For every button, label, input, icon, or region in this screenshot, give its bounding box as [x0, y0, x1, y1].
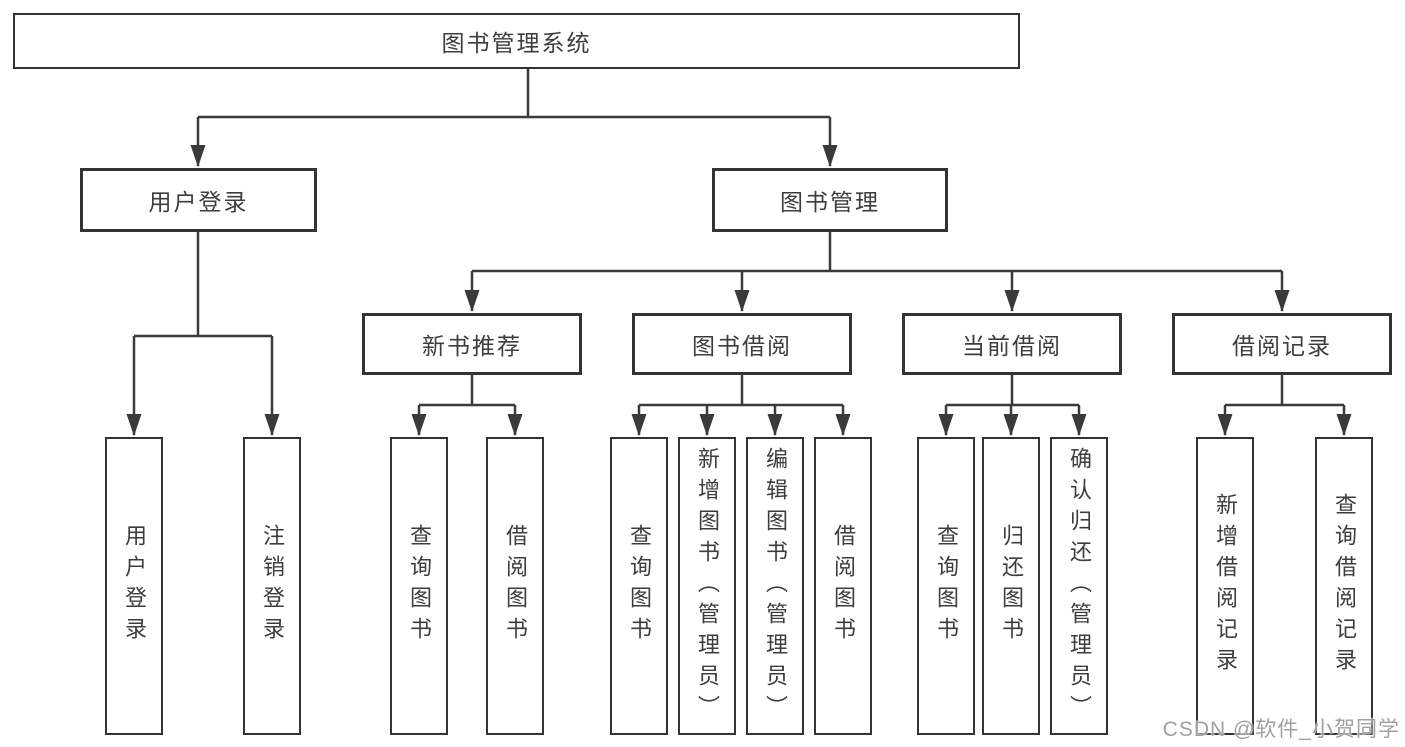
node-user-login-label: 用户登录 — [148, 189, 249, 215]
node-current-borrow-label: 当前借阅 — [962, 333, 1062, 359]
leaf-edit-book-admin: 编辑图书（管理员） — [746, 437, 804, 735]
leaf-add-borrow-record: 新增借阅记录 — [1196, 437, 1254, 735]
leaf-edit-book-admin-label: 编辑图书（管理员） — [763, 446, 788, 726]
leaf-query-books-current-label: 查询图书 — [934, 524, 959, 648]
node-current-borrow: 当前借阅 — [902, 313, 1122, 375]
wire-borrow-records-branch — [1225, 375, 1344, 407]
node-book-borrow-label: 图书借阅 — [692, 333, 792, 359]
leaf-add-book-admin: 新增图书（管理员） — [678, 437, 736, 735]
leaf-borrow-books-recommend-label: 借阅图书 — [503, 524, 528, 648]
leaf-query-borrow-record-label: 查询借阅记录 — [1332, 493, 1357, 679]
node-root-system-label: 图书管理系统 — [441, 30, 592, 56]
leaf-query-books-recommend-label: 查询图书 — [407, 524, 432, 648]
leaf-query-books-borrow: 查询图书 — [610, 437, 668, 735]
wire-root-branch — [198, 69, 830, 119]
node-root-system: 图书管理系统 — [13, 13, 1020, 69]
node-borrow-records: 借阅记录 — [1172, 313, 1392, 375]
leaf-confirm-return-admin: 确认归还（管理员） — [1050, 437, 1108, 735]
leaf-borrow-books: 借阅图书 — [814, 437, 872, 735]
leaf-add-book-admin-label: 新增图书（管理员） — [695, 446, 720, 726]
node-user-login: 用户登录 — [80, 168, 317, 232]
leaf-query-books-current: 查询图书 — [917, 437, 975, 735]
node-book-management-label: 图书管理 — [780, 189, 880, 215]
node-book-borrow: 图书借阅 — [632, 313, 852, 375]
node-borrow-records-label: 借阅记录 — [1232, 333, 1332, 359]
leaf-add-borrow-record-label: 新增借阅记录 — [1213, 493, 1238, 679]
wire-new-book-branch — [419, 375, 515, 407]
csdn-watermark: CSDN @软件_小贺同学 — [1163, 713, 1400, 743]
wire-book-management-branch — [472, 232, 1282, 273]
leaf-confirm-return-admin-label: 确认归还（管理员） — [1067, 446, 1092, 726]
leaf-return-book-label: 归还图书 — [999, 524, 1024, 648]
leaf-borrow-books-label: 借阅图书 — [831, 524, 856, 648]
leaf-query-books-borrow-label: 查询图书 — [627, 524, 652, 648]
wire-book-borrow-branch — [639, 375, 843, 407]
node-new-book-recommend: 新书推荐 — [362, 313, 582, 375]
wire-current-borrow-branch — [946, 375, 1079, 407]
wire-user-login-branch — [134, 232, 272, 338]
leaf-return-book: 归还图书 — [982, 437, 1040, 735]
leaf-user-login-label: 用户登录 — [122, 524, 147, 648]
leaf-logout-label: 注销登录 — [260, 524, 285, 648]
leaf-query-books-recommend: 查询图书 — [390, 437, 448, 735]
leaf-query-borrow-record: 查询借阅记录 — [1315, 437, 1373, 735]
leaf-logout: 注销登录 — [243, 437, 301, 735]
node-new-book-recommend-label: 新书推荐 — [422, 333, 522, 359]
csdn-watermark-text: CSDN @软件_小贺同学 — [1162, 718, 1400, 741]
leaf-borrow-books-recommend: 借阅图书 — [486, 437, 544, 735]
node-book-management: 图书管理 — [712, 168, 948, 232]
leaf-user-login: 用户登录 — [105, 437, 163, 735]
